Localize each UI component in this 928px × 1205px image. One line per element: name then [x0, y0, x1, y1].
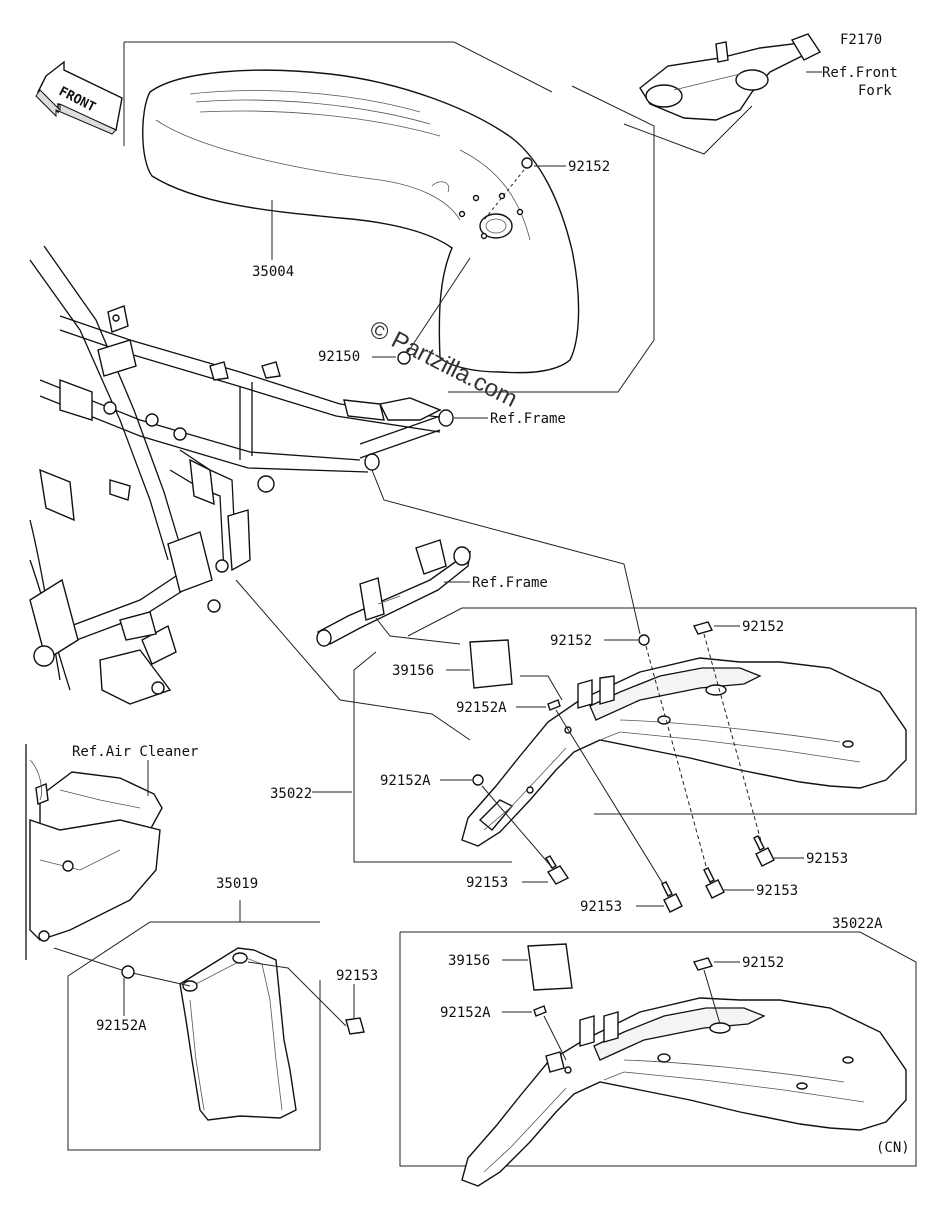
- label-ref-front-fork-2: Fork: [858, 83, 892, 99]
- label-35004: 35004: [252, 264, 294, 280]
- label-92153-d: 92153: [806, 851, 848, 867]
- line-air-cleaner-to-35019: [53, 947, 191, 987]
- label-35022A: 35022A: [832, 916, 883, 932]
- rear-fender-box-top: [407, 607, 917, 815]
- bolt-92153-a: [545, 855, 570, 885]
- label-sticker-39156-b: [527, 943, 573, 991]
- leader-frame-bracket: [375, 617, 461, 645]
- label-sticker-39156-a: [469, 639, 513, 689]
- label-92152A-a: 92152A: [456, 700, 507, 716]
- line-92152A-b: [481, 785, 557, 873]
- bolt-92153-d: [753, 835, 775, 867]
- label-ref-frame-2: Ref.Frame: [472, 575, 548, 591]
- label-35019: 35019: [216, 876, 258, 892]
- box-35022A: [399, 931, 917, 1167]
- grommet-92152A-d: [121, 965, 135, 979]
- bolt-92150: [397, 257, 471, 365]
- label-92152A-b: 92152A: [380, 773, 431, 789]
- leader-92152A-a-up: [520, 675, 563, 701]
- fender-box-top: [124, 41, 553, 93]
- diagram-code: F2170: [840, 32, 882, 48]
- bolt-92153-e: [345, 1017, 365, 1035]
- leader-frame-to-rear: [371, 469, 641, 635]
- air-cleaner-bracket: [25, 744, 163, 960]
- label-92152A-d: 92152A: [96, 1018, 147, 1034]
- dash-92152-top: [483, 169, 525, 221]
- line-92152-c: [703, 969, 721, 1025]
- label-ref-front-fork-1: Ref.Front: [822, 65, 898, 81]
- front-fork-bracket: [639, 33, 822, 121]
- label-92150: 92150: [318, 349, 360, 365]
- variant-mark-cn: (CN): [876, 1140, 910, 1156]
- label-92152-top: 92152: [568, 159, 610, 175]
- rear-fender-box-left: [353, 651, 512, 863]
- frame-bracket: [316, 539, 471, 647]
- line-92152A-a: [555, 709, 669, 893]
- splash-guard-35019: [179, 947, 297, 1121]
- bolt-92153-c: [703, 867, 725, 899]
- leader-frame-to-92152A: [235, 579, 471, 741]
- label-ref-air-cleaner: Ref.Air Cleaner: [72, 744, 198, 760]
- line-92152A-c: [543, 1015, 567, 1061]
- label-92153-b: 92153: [580, 899, 622, 915]
- grommet-92152A-c: [533, 1005, 547, 1017]
- label-92152A-c: 92152A: [440, 1005, 491, 1021]
- label-92153-a: 92153: [466, 875, 508, 891]
- dash-92152-b: [703, 633, 765, 853]
- motorcycle-frame: [29, 245, 454, 705]
- label-35022: 35022: [270, 786, 312, 802]
- washer-92152-a: [638, 634, 650, 646]
- line-35019-to-92153: [247, 961, 347, 1027]
- front-arrow-icon: FRONT: [35, 60, 123, 135]
- box-35019-edges: [67, 976, 321, 1151]
- label-ref-frame-1: Ref.Frame: [490, 411, 566, 427]
- washer-92152-top: [521, 157, 533, 169]
- rear-fender-35022A: [461, 997, 907, 1187]
- label-92152-c: 92152: [742, 955, 784, 971]
- clip-92152-c: [692, 957, 714, 971]
- label-39156-b: 39156: [448, 953, 490, 969]
- rear-fender-35022: [461, 657, 907, 847]
- fender-box-right: [448, 85, 655, 393]
- label-92153-e: 92153: [336, 968, 378, 984]
- label-92152-a: 92152: [550, 633, 592, 649]
- grommet-92152A-a: [547, 699, 561, 711]
- clip-92152-b: [692, 621, 714, 635]
- label-92152-b: 92152: [742, 619, 784, 635]
- box-35019-top: [67, 921, 320, 977]
- fork-box-edge: [623, 105, 753, 155]
- label-39156-a: 39156: [392, 663, 434, 679]
- front-fender-35004: [142, 69, 580, 374]
- bolt-92153-b: [661, 881, 683, 913]
- grommet-92152A-b: [472, 774, 484, 786]
- label-92153-c: 92153: [756, 883, 798, 899]
